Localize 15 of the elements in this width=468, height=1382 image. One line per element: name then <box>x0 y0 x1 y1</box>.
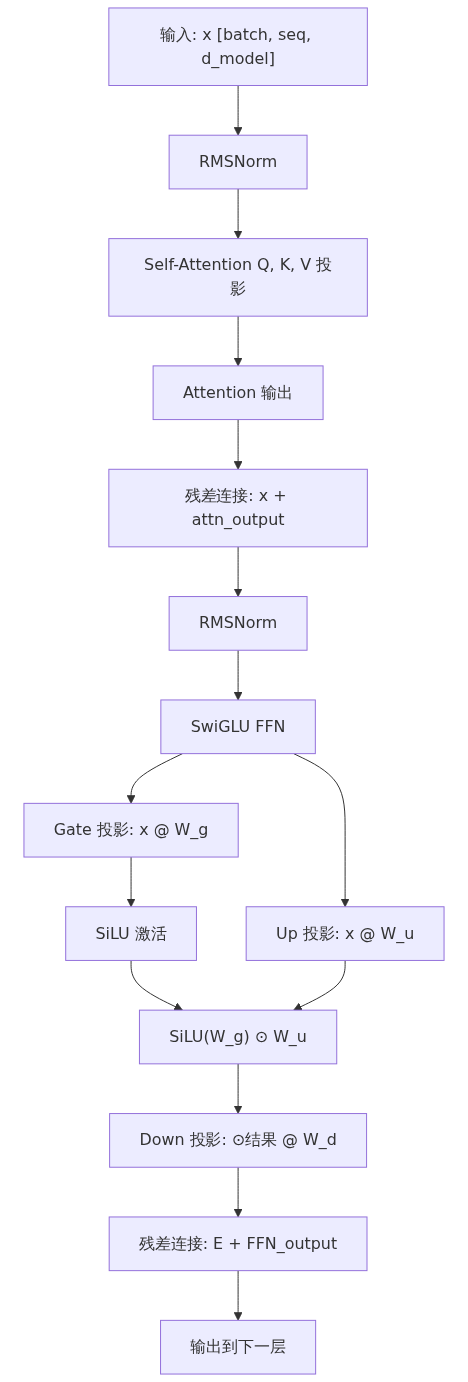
node-box: Self-Attention Q, K, V 投影 <box>108 238 368 317</box>
node-box: SiLU(W_g) ⊙ W_u <box>138 1009 338 1065</box>
node-box: 残差连接: E + FFN_output <box>108 1216 368 1272</box>
arrow <box>233 546 243 597</box>
node-box: Gate 投影: x @ W_g <box>23 802 239 858</box>
node-box: SwiGLU FFN <box>160 699 316 755</box>
node-box: RMSNorm <box>168 134 308 190</box>
node-box: Up 投影: x @ W_u <box>245 906 445 961</box>
node-box: Attention 输出 <box>152 365 324 421</box>
node-box: 残差连接: x + attn_output <box>108 468 368 548</box>
node-box: 输入: x [batch, seq, d_model] <box>108 7 368 86</box>
node-box: RMSNorm <box>168 596 308 651</box>
node-box: 输出到下一层 <box>160 1319 317 1375</box>
node-box: SiLU 激活 <box>65 906 197 961</box>
node-box: Down 投影: ⊙结果 @ W_d <box>109 1113 368 1168</box>
